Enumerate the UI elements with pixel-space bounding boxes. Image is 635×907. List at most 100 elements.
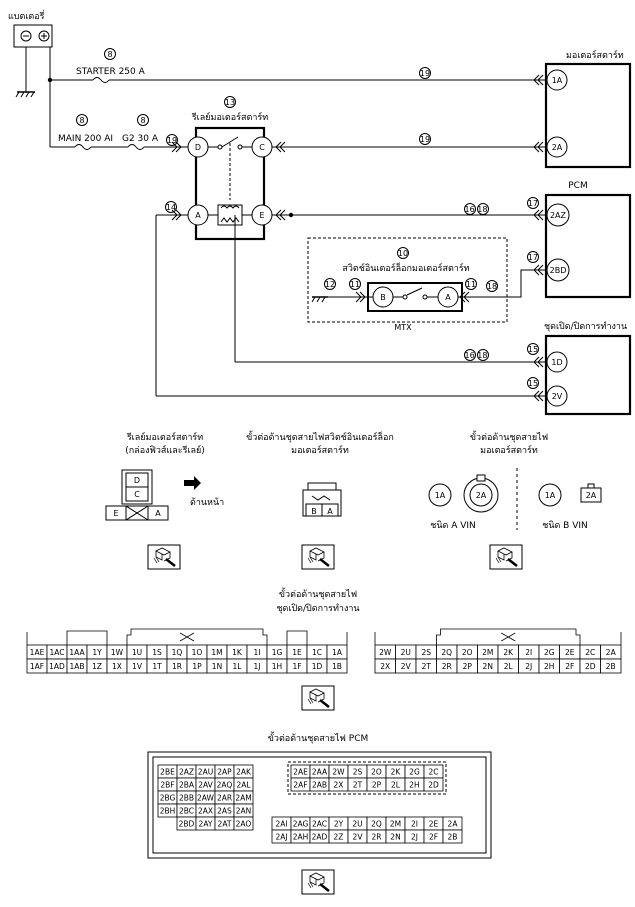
pcm-connector-title: ขั้วต่อด้านชุดสายไฟ PCM: [268, 731, 369, 744]
instr-pin-2A: 2A: [606, 648, 617, 657]
legend-relay-cell-E: E: [113, 509, 118, 518]
pcm-pin-2Q: 2Q: [371, 820, 382, 829]
instr-pin-1W: 1W: [111, 648, 124, 657]
wire-ref-1618-b-text: 16 18: [465, 351, 488, 360]
legend-type-a: ชนิด A VIN: [430, 520, 476, 531]
fuse-g2-icon: [127, 144, 145, 150]
pcm-pin-2L: 2L: [391, 781, 401, 790]
interlock-pin-A-text: A: [445, 293, 451, 302]
pcm-pin-2BB: 2BB: [179, 794, 194, 803]
legend-starter-b-2A: 2A: [586, 491, 597, 500]
pcm-pin-2D-cell: [423, 777, 444, 792]
instr-pin-2H: 2H: [544, 662, 554, 671]
wire-ref-19-a-text: 19: [420, 69, 430, 78]
pcm-pin-2X: 2X: [334, 781, 344, 790]
relay-pin-C-text: C: [259, 143, 265, 152]
fuse-main-num: 8: [79, 116, 84, 125]
instr-pin-2B-cell: [600, 658, 622, 674]
fuse-starter-num: 8: [107, 50, 112, 59]
connector-chevron-icons: [171, 74, 544, 402]
pcm-pin-2R: 2R: [372, 833, 382, 842]
wire-ref-19-c-text: 19: [420, 135, 430, 144]
pcm-pin-2I: 2I: [411, 820, 418, 829]
starter-pin-2A: [546, 136, 568, 158]
instr-pin-1E: 1E: [292, 648, 302, 657]
instr-pin-2T: 2T: [422, 662, 432, 671]
pcm-pin-2AP: 2AP: [217, 768, 232, 777]
pcm-pin-2Z: 2Z: [334, 833, 344, 842]
fuse-g2-label: G2 30 A: [122, 134, 159, 144]
wire-ref-15-b-text: 15: [528, 379, 538, 388]
pcm-pin-2AN: 2AN: [236, 807, 252, 816]
pcm-pin-2BD: [546, 258, 570, 282]
pcm-pin-2H: 2H: [409, 781, 419, 790]
instrument-pin-2V: [546, 385, 568, 407]
instr-pin-1N: 1N: [212, 662, 222, 671]
instr-pin-1I: 1I: [254, 648, 261, 657]
wire-ref-14-text: 14: [166, 203, 176, 212]
interlock-title: สวิตช์อินเตอร์ล็อกมอเตอร์สตาร์ท: [342, 261, 469, 274]
instr-pin-1A: 1A: [332, 648, 343, 657]
pcm-pin-2AI: 2AI: [275, 820, 287, 829]
instr-pin-2K: 2K: [503, 648, 514, 657]
pcm-pin-2BG: 2BG: [160, 794, 176, 803]
instr-pin-1Q: 1Q: [172, 648, 183, 657]
instr-pin-1P: 1P: [192, 662, 202, 671]
hand-icon-interlock: [300, 543, 336, 571]
battery-positive-icon: [38, 30, 50, 42]
wire-ref-18-b: [477, 349, 489, 361]
wire-ref-19-c: [419, 133, 431, 145]
wire-ref-12: [324, 278, 336, 290]
wire-ref-11-b: [465, 278, 477, 290]
wire-ref-10: [397, 247, 409, 259]
pcm-pin-2O: 2O: [371, 768, 382, 777]
instr-pin-1F: 1F: [292, 662, 301, 671]
legend-interlock-cell-A: A: [327, 507, 333, 516]
pcm-connector-inner-outline: [152, 756, 487, 854]
relay-pin-E-text: E: [259, 211, 264, 220]
starter-pin-1A-text: 1A: [552, 76, 563, 85]
instr-pin-2S: 2S: [421, 648, 431, 657]
instr-pin-2X: 2X: [380, 662, 390, 671]
wire-ref-13: [224, 96, 236, 108]
instr-pin-2F: 2F: [565, 662, 574, 671]
instr-pin-1AD: 1AD: [49, 662, 65, 671]
pcm-pin-2AU: 2AU: [198, 768, 213, 777]
pcm-pin-2AC: 2AC: [312, 820, 327, 829]
pcm-pin-2G: 2G: [409, 768, 420, 777]
relay-pin-A-text: A: [195, 211, 201, 220]
legend-type-b: ชนิด B VIN: [542, 520, 588, 531]
instr-pin-1AE: 1AE: [30, 648, 45, 657]
fuse-g2-ref: [137, 114, 149, 126]
hand-icon-starter: [488, 543, 524, 571]
instr-pin-1B: 1B: [332, 662, 342, 671]
pcm-pin-2C: 2C: [428, 768, 438, 777]
pcm-pin-2F: 2F: [429, 833, 438, 842]
wire-ref-16-b: [464, 349, 476, 361]
wire-ref-15-a-text: 15: [528, 345, 538, 354]
wire-ref-15-b: [527, 377, 539, 389]
interlock-pin-B-text: B: [380, 293, 386, 302]
instr-pin-1C: 1C: [312, 648, 322, 657]
wire-ref-10-text: 10: [398, 249, 408, 258]
wire-ref-15-a: [527, 343, 539, 355]
legend-starter-b-1A: 1A: [545, 491, 556, 500]
pcm-pin-2AZ-text: 2AZ: [550, 211, 567, 220]
instr-pin-1S: 1S: [152, 648, 162, 657]
pcm-pin-2BD-text: 2BD: [550, 266, 567, 275]
pcm-pin-2B: 2B: [448, 833, 458, 842]
fuse-starter-label: STARTER 250 A: [76, 67, 146, 77]
legend-starter-a-2A: 2A: [476, 491, 487, 500]
pcm-pin-2AA: 2AA: [312, 768, 328, 777]
wire-ref-11-a: [349, 278, 361, 290]
wire-ref-19-b-text: 19: [167, 136, 177, 145]
starter-motor-box: [544, 62, 632, 169]
legend-relay-title1: รีเลย์มอเตอร์สตาร์ท: [127, 431, 204, 443]
wire-ref-12-text: 12: [325, 280, 335, 289]
pcm-pin-2M: 2M: [390, 820, 401, 829]
pcm-pin-2E: 2E: [429, 820, 439, 829]
relay-pin-D-text: D: [195, 143, 201, 152]
battery-label: แบตเตอรี่: [8, 9, 45, 22]
hand-icon-relay: [146, 543, 182, 571]
